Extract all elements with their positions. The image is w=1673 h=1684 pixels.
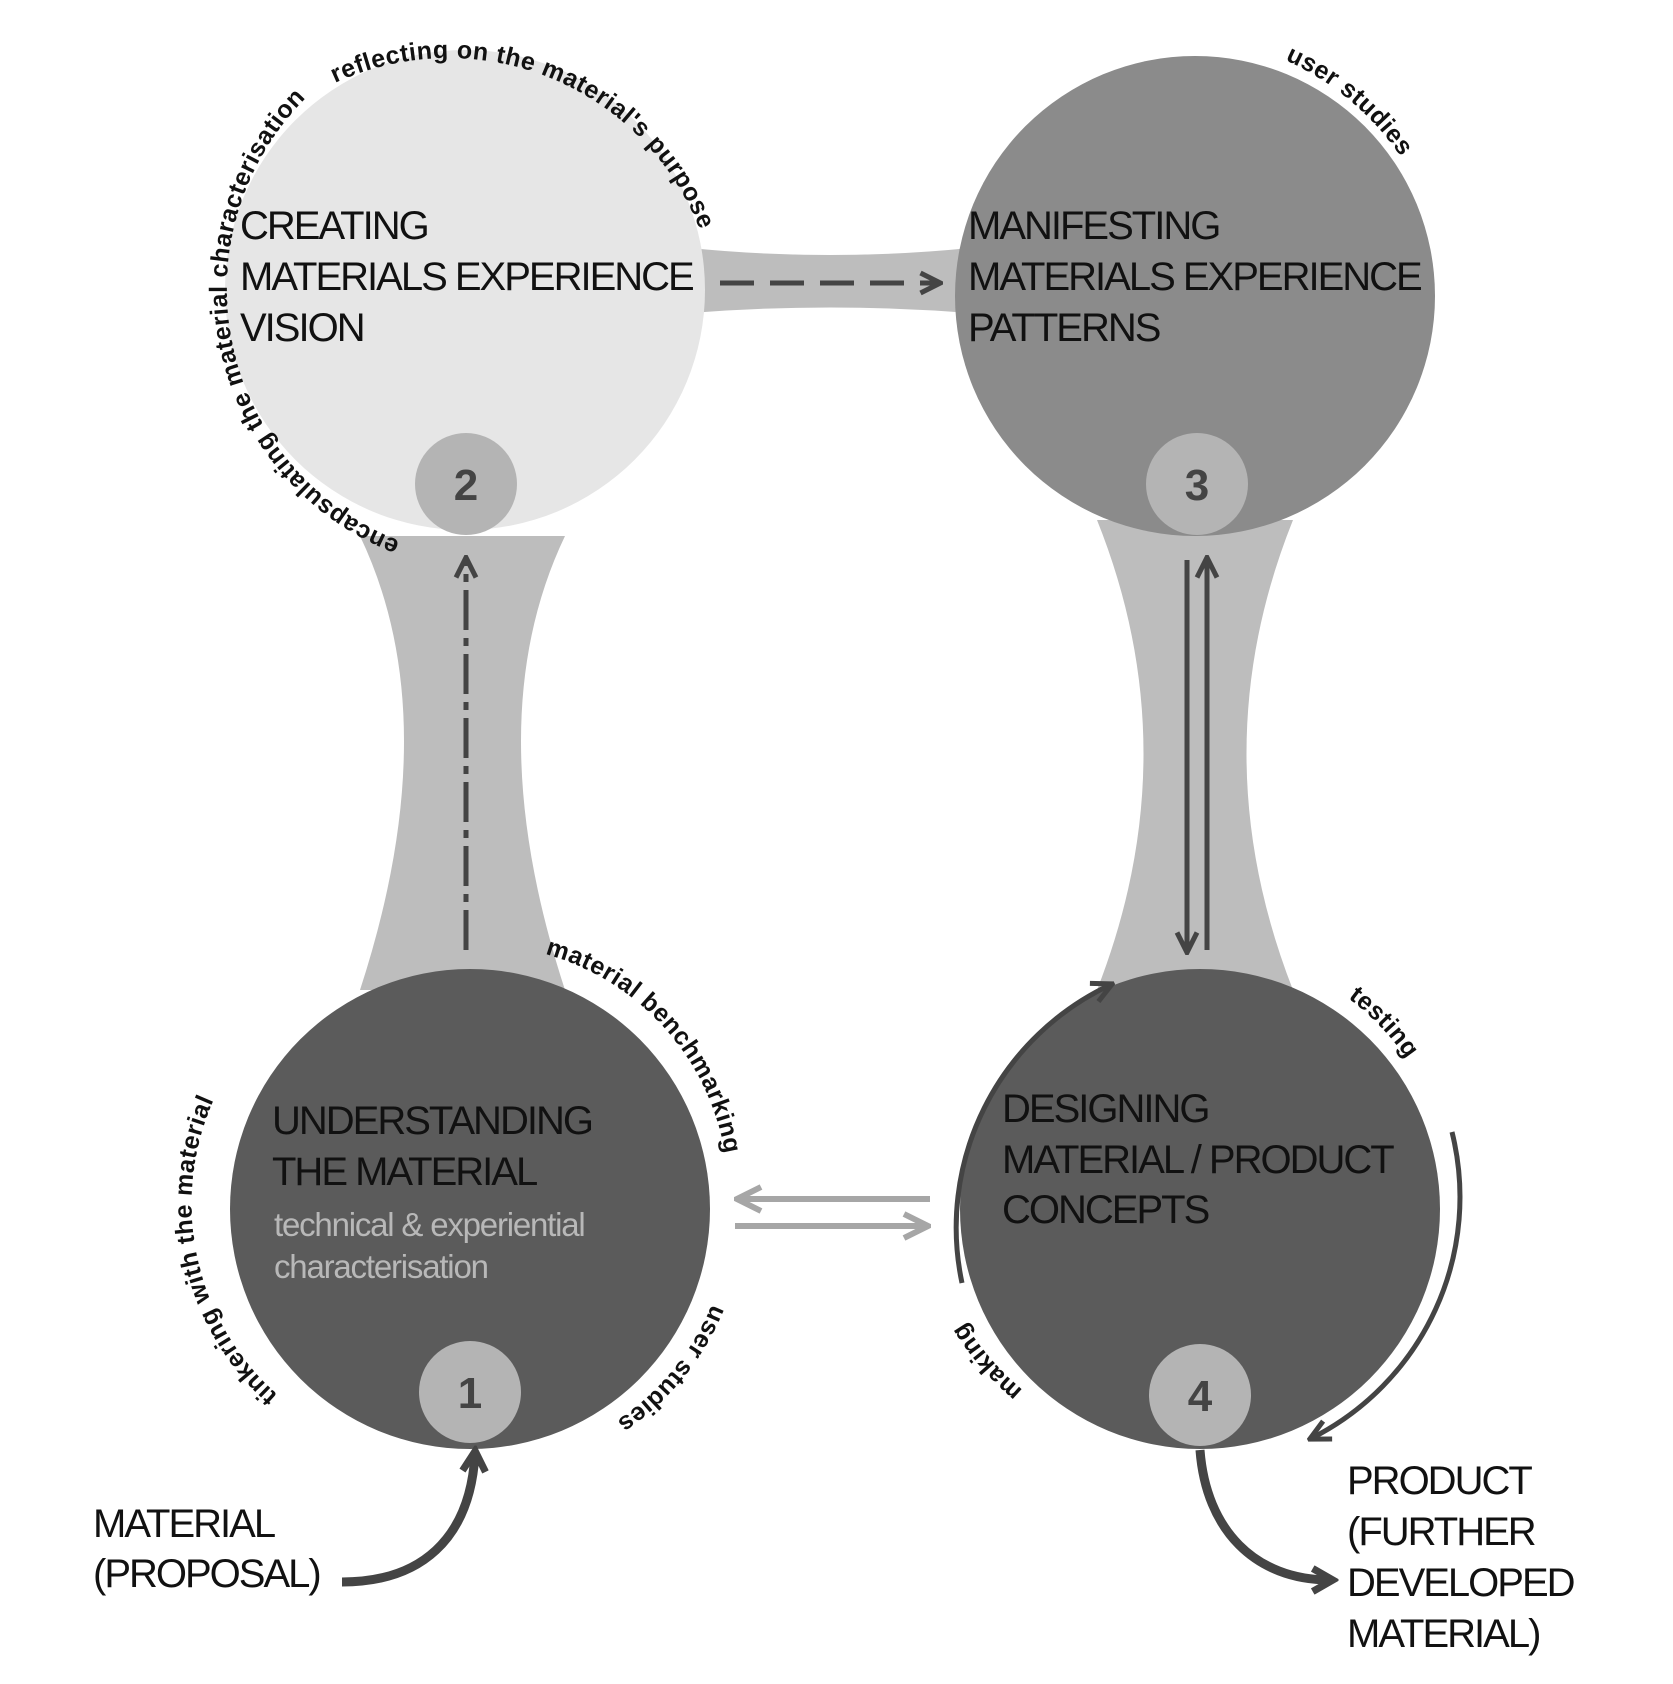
svg-text:MATERIAL: MATERIAL — [93, 1502, 275, 1546]
svg-text:characterisation: characterisation — [274, 1248, 488, 1285]
stage-4-number: 4 — [1188, 1372, 1213, 1421]
stage-2-badge — [415, 433, 517, 535]
stage-2-circle — [225, 50, 705, 530]
stage-1-badge — [419, 1341, 521, 1443]
connector-1-2 — [360, 536, 565, 990]
stage-4-title: DESIGNING MATERIAL / PRODUCT CONCEPTS — [1002, 1087, 1396, 1232]
svg-text:MATERIAL / PRODUCT: MATERIAL / PRODUCT — [1002, 1138, 1394, 1182]
svg-text:technical & experiential: technical & experiential — [274, 1206, 585, 1243]
input-arrow — [341, 1454, 475, 1587]
stage-2-title: CREATING MATERIALS EXPERIENCE VISION — [240, 204, 695, 350]
stage-1-number: 1 — [458, 1369, 482, 1418]
stage-4-badge — [1149, 1344, 1251, 1446]
svg-text:DEVELOPED: DEVELOPED — [1347, 1561, 1574, 1605]
svg-text:CONCEPTS: CONCEPTS — [1002, 1188, 1209, 1232]
svg-text:CREATING: CREATING — [240, 204, 428, 248]
stage-4-circle — [960, 969, 1440, 1449]
svg-text:(PROPOSAL): (PROPOSAL) — [93, 1552, 320, 1596]
svg-text:DESIGNING: DESIGNING — [1002, 1087, 1208, 1131]
svg-text:MATERIALS EXPERIENCE: MATERIALS EXPERIENCE — [240, 255, 693, 299]
input-label: MATERIAL (PROPOSAL) — [93, 1502, 322, 1596]
making-arc — [953, 985, 1110, 1284]
svg-text:PATTERNS: PATTERNS — [968, 306, 1160, 350]
svg-text:MATERIAL): MATERIAL) — [1347, 1612, 1539, 1656]
connector-3-4 — [1097, 520, 1293, 990]
stage-3-title: MANIFESTING MATERIALS EXPERIENCE PATTERN… — [968, 204, 1423, 350]
svg-text:UNDERSTANDING: UNDERSTANDING — [272, 1099, 592, 1143]
stage-3-badge — [1146, 433, 1248, 535]
output-label: PRODUCT (FURTHER DEVELOPED MATERIAL) — [1347, 1459, 1576, 1656]
testing-arc — [1312, 1131, 1463, 1438]
svg-text:MANIFESTING: MANIFESTING — [968, 204, 1219, 248]
stage-3-number: 3 — [1185, 461, 1209, 510]
output-arrow — [1195, 1449, 1330, 1580]
svg-text:THE MATERIAL: THE MATERIAL — [272, 1150, 537, 1194]
stage-1-circle — [230, 969, 710, 1449]
stage-1-title: UNDERSTANDING THE MATERIAL — [272, 1099, 594, 1194]
stage-1-subtitle: technical & experiential characterisatio… — [274, 1206, 586, 1285]
stage-3-circle — [955, 56, 1435, 536]
svg-text:MATERIALS EXPERIENCE: MATERIALS EXPERIENCE — [968, 255, 1421, 299]
svg-text:PRODUCT: PRODUCT — [1347, 1459, 1532, 1503]
stage-2-number: 2 — [454, 461, 478, 510]
svg-text:(FURTHER: (FURTHER — [1347, 1510, 1536, 1554]
svg-text:VISION: VISION — [240, 306, 364, 350]
